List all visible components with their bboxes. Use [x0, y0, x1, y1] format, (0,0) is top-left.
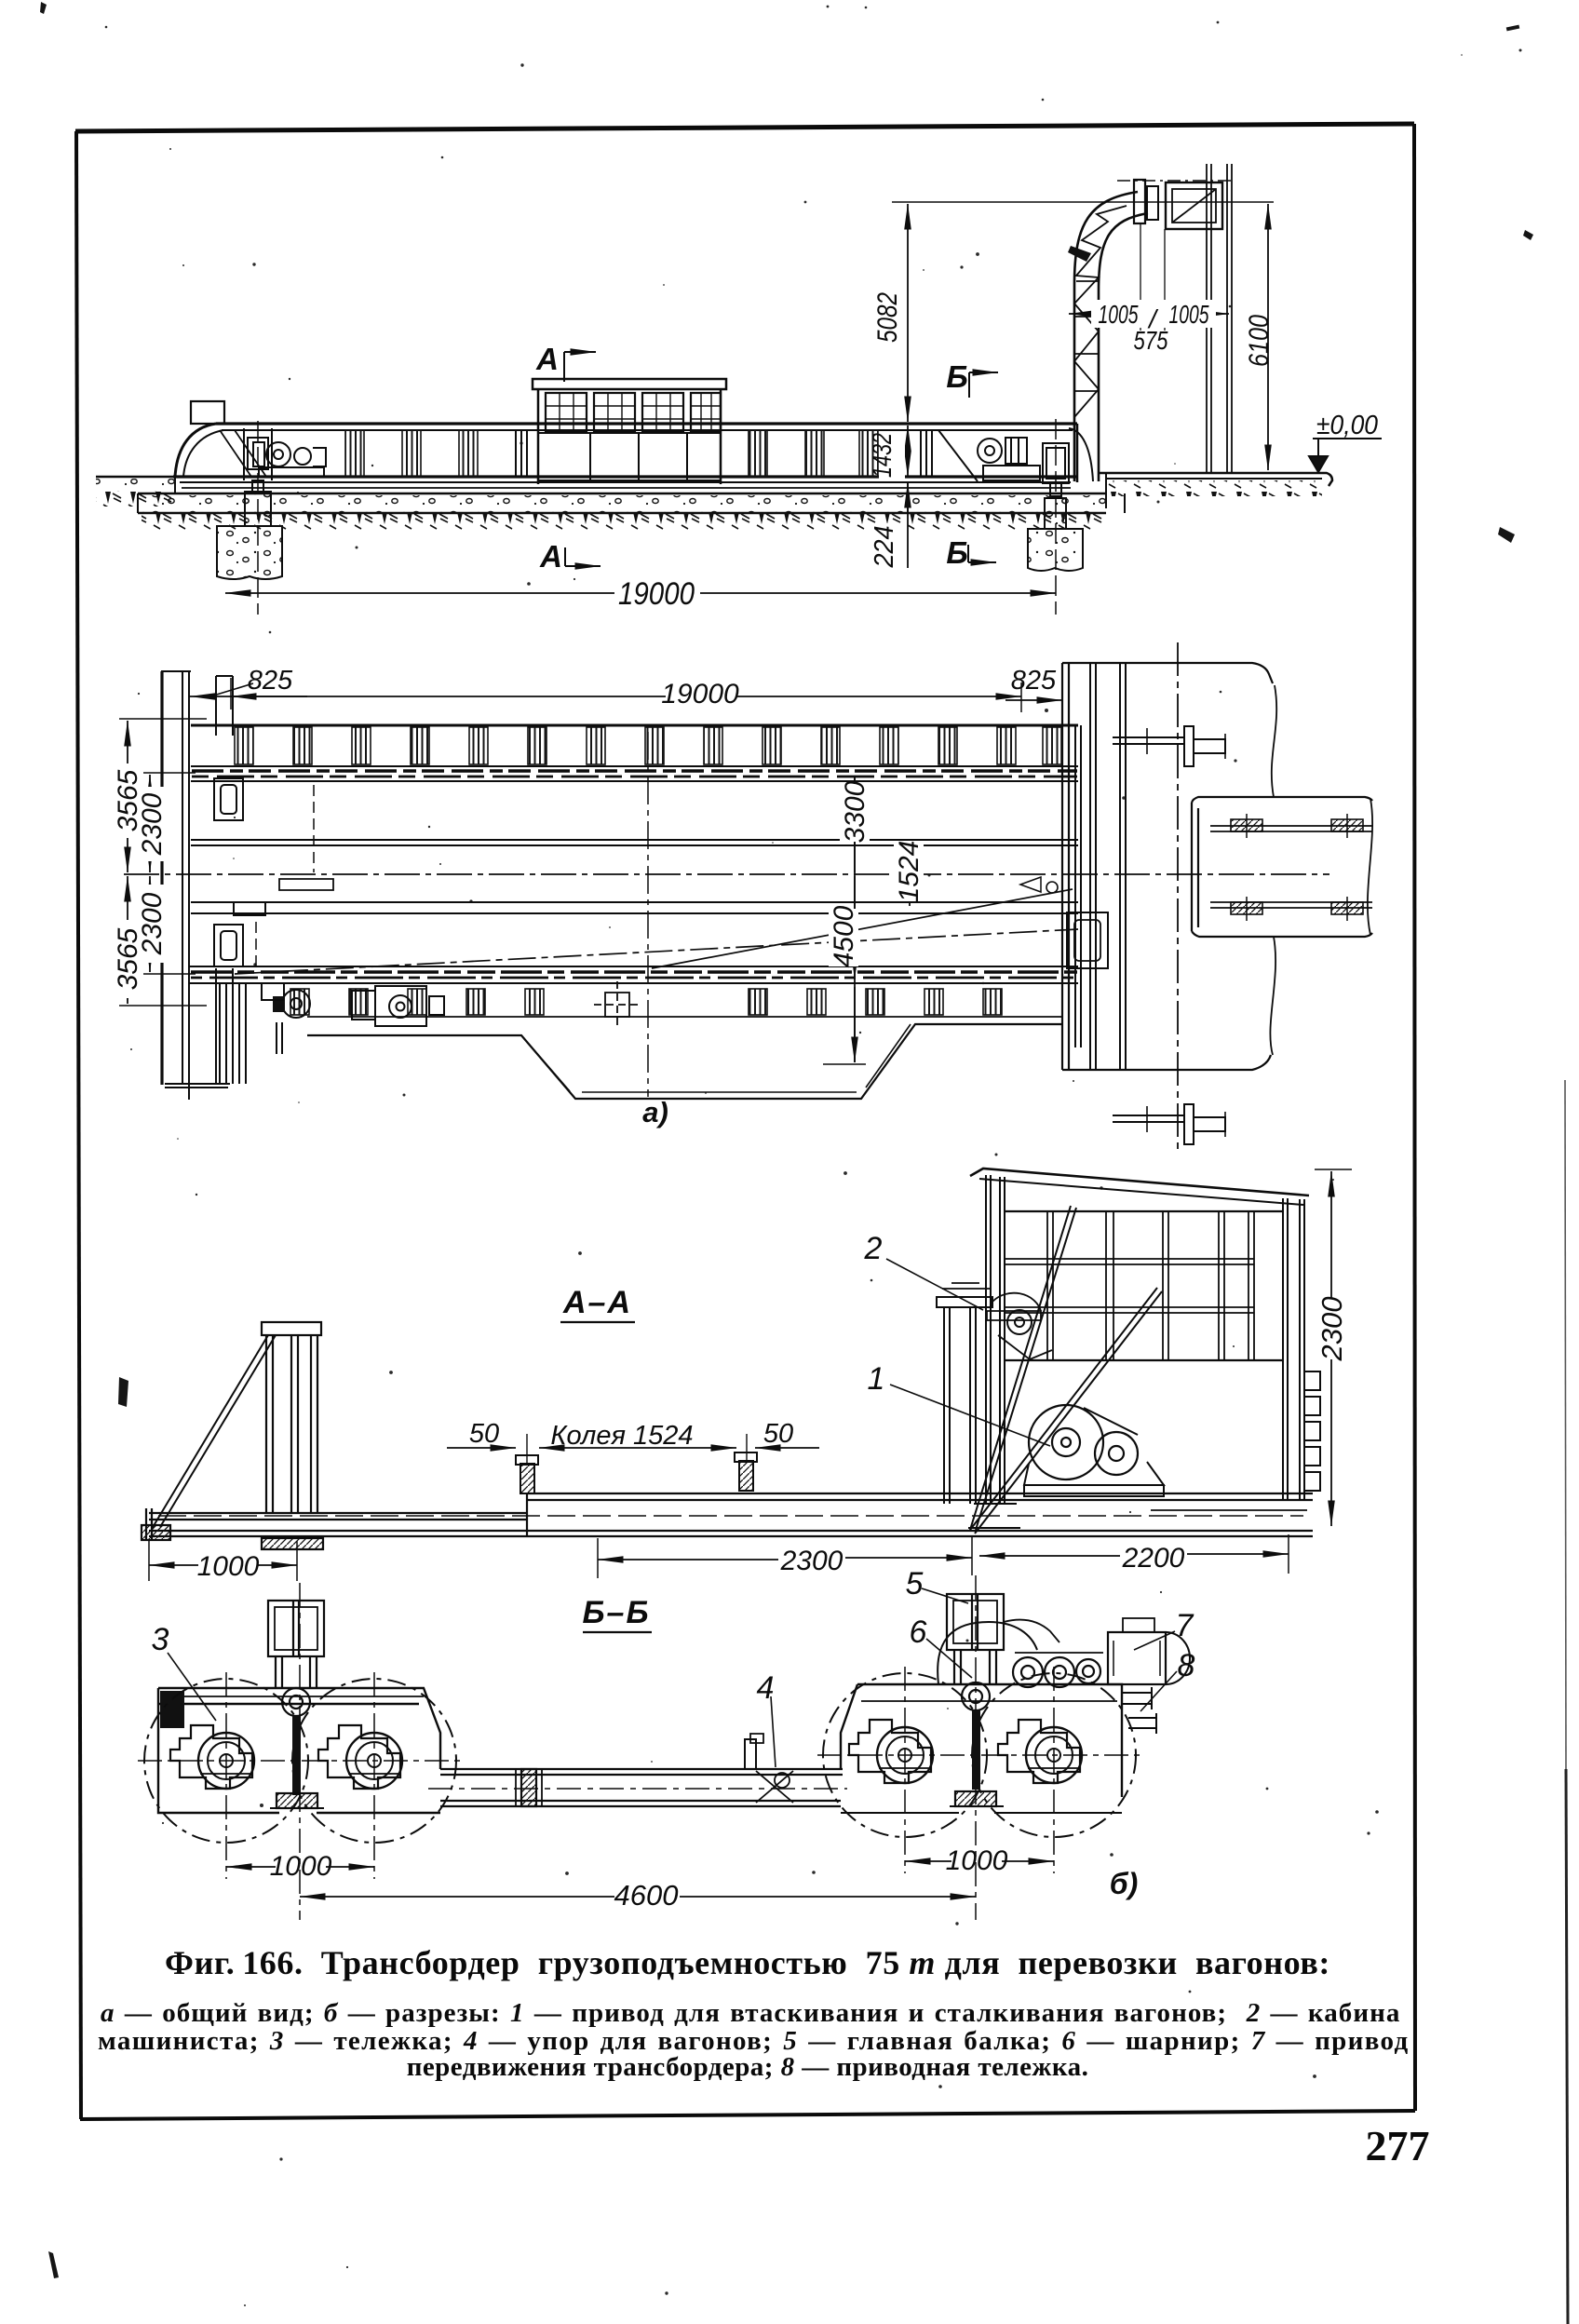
svg-text:825: 825	[1011, 666, 1057, 696]
svg-text:б): б)	[1110, 1867, 1138, 1900]
svg-text:8: 8	[1178, 1648, 1195, 1683]
svg-text:3565: 3565	[113, 927, 143, 990]
svg-text:825: 825	[248, 666, 293, 696]
svg-text:2200: 2200	[1122, 1543, 1185, 1574]
svg-text:4600: 4600	[614, 1879, 679, 1912]
svg-text:1000: 1000	[270, 1851, 332, 1882]
svg-text:машиниста; 3 — тележка; 4 — уп: машиниста; 3 — тележка; 4 — упор для ваг…	[98, 2026, 1410, 2056]
svg-text:224: 224	[870, 526, 899, 569]
svg-text:19000: 19000	[661, 679, 739, 709]
svg-text:3565: 3565	[113, 769, 143, 831]
svg-text:передвижения трансбордера; 8 —: передвижения трансбордера; 8 — приводная…	[407, 2052, 1089, 2082]
svg-text:Б–Б: Б–Б	[582, 1595, 650, 1630]
svg-text:1524: 1524	[894, 841, 924, 903]
svg-text:а — общий вид; б — разрезы: 1: а — общий вид; б — разрезы: 1 — привод д…	[101, 1998, 1400, 2028]
svg-text:6100: 6100	[1244, 315, 1275, 367]
svg-text:3300: 3300	[840, 780, 870, 843]
svg-text:575: 575	[1134, 326, 1168, 355]
svg-text:50: 50	[469, 1419, 499, 1449]
svg-text:Б: Б	[946, 535, 967, 570]
svg-text:А: А	[535, 342, 559, 376]
svg-text:а): а)	[642, 1096, 668, 1128]
svg-text:4500: 4500	[829, 905, 859, 967]
svg-text:1005: 1005	[1099, 300, 1139, 329]
svg-text:3: 3	[152, 1622, 169, 1657]
svg-text:/: /	[1147, 304, 1159, 333]
svg-text:А–А: А–А	[562, 1285, 632, 1320]
svg-text:1000: 1000	[197, 1551, 260, 1582]
svg-text:1005: 1005	[1169, 300, 1209, 329]
svg-text:277: 277	[1366, 2122, 1430, 2169]
svg-text:Колея 1524: Колея 1524	[550, 1421, 693, 1451]
svg-text:6: 6	[910, 1615, 927, 1650]
svg-text:5: 5	[906, 1566, 924, 1601]
svg-text:19000: 19000	[618, 576, 695, 612]
svg-text:2300: 2300	[137, 892, 168, 955]
svg-text:50: 50	[763, 1419, 793, 1449]
svg-text:7: 7	[1176, 1608, 1194, 1643]
svg-text:2: 2	[864, 1231, 883, 1266]
svg-text:1000: 1000	[946, 1845, 1008, 1876]
svg-text:1432: 1432	[868, 433, 897, 478]
svg-text:2300: 2300	[1316, 1297, 1348, 1362]
svg-text:4: 4	[757, 1670, 775, 1706]
svg-text:Б: Б	[946, 359, 967, 394]
svg-text:2300: 2300	[137, 792, 168, 856]
svg-text:2300: 2300	[780, 1546, 843, 1576]
svg-text:1: 1	[868, 1361, 885, 1397]
svg-text:±0,00: ±0,00	[1316, 411, 1378, 440]
svg-text:5082: 5082	[872, 292, 903, 343]
svg-text:А: А	[539, 539, 562, 574]
svg-text:Фиг. 166. Трансбордер грузоп: Фиг. 166. Трансбордер грузоподъемностью …	[165, 1944, 1330, 1981]
